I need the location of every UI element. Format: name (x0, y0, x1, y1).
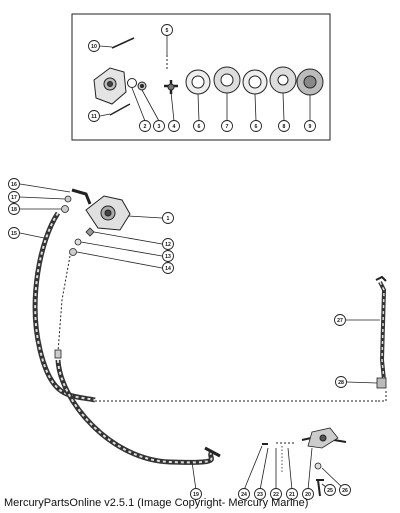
svg-text:7: 7 (226, 124, 229, 130)
svg-text:16: 16 (11, 182, 17, 188)
svg-text:10: 10 (91, 44, 97, 50)
callout-17: 17 (8, 191, 20, 203)
main-leaders (19, 183, 380, 491)
svg-text:25: 25 (327, 488, 333, 494)
svg-text:6: 6 (255, 124, 258, 130)
callout-15: 15 (8, 227, 20, 239)
svg-text:23: 23 (257, 492, 263, 498)
svg-text:1: 1 (167, 216, 170, 222)
callout-25: 25 (324, 484, 336, 496)
callout-5: 5 (161, 24, 173, 36)
callout-13: 13 (162, 250, 174, 262)
svg-text:13: 13 (165, 254, 171, 260)
callout-10: 10 (88, 40, 100, 52)
svg-text:2: 2 (144, 124, 147, 130)
callout-12: 12 (162, 238, 174, 250)
callout-24: 24 (238, 488, 250, 500)
callout-23: 23 (254, 488, 266, 500)
callout-27: 27 (334, 314, 346, 326)
svg-text:14: 14 (165, 266, 171, 272)
svg-text:24: 24 (241, 492, 247, 498)
main-assembly (32, 188, 387, 497)
callout-1: 1 (162, 212, 174, 224)
inset-leaders (99, 36, 311, 122)
image-copyright-caption: MercuryPartsOnline v2.5.1 (Image Copyrig… (4, 497, 309, 509)
svg-text:20: 20 (305, 492, 311, 498)
callout-7: 7 (221, 120, 233, 132)
callout-9: 9 (304, 120, 316, 132)
inset-frame (71, 13, 331, 141)
callout-26: 26 (339, 484, 351, 496)
svg-text:26: 26 (342, 488, 348, 494)
svg-text:9: 9 (309, 124, 312, 130)
svg-text:18: 18 (11, 207, 17, 213)
svg-text:17: 17 (11, 195, 17, 201)
svg-text:21: 21 (289, 492, 295, 498)
callout-28: 28 (335, 376, 347, 388)
svg-text:5: 5 (166, 28, 169, 34)
callout-6-first: 6 (193, 120, 205, 132)
callout-3: 3 (153, 120, 165, 132)
svg-text:22: 22 (273, 492, 279, 498)
svg-text:28: 28 (338, 380, 344, 386)
svg-text:4: 4 (173, 124, 176, 130)
callout-21: 21 (286, 488, 298, 500)
callout-2: 2 (139, 120, 151, 132)
inset-parts (93, 37, 324, 116)
svg-text:6: 6 (198, 124, 201, 130)
callout-22: 22 (270, 488, 282, 500)
callout-4: 4 (168, 120, 180, 132)
callout-16: 16 (8, 178, 20, 190)
callout-20: 20 (302, 488, 314, 500)
callout-14: 14 (162, 262, 174, 274)
callout-11: 11 (88, 110, 100, 122)
svg-text:19: 19 (193, 492, 199, 498)
callout-8: 8 (278, 120, 290, 132)
svg-text:3: 3 (158, 124, 161, 130)
callout-18: 18 (8, 203, 20, 215)
svg-text:11: 11 (91, 114, 97, 120)
callouts: 10 11 2 3 4 5 6 7 6 8 9 16 17 18 15 1 12… (8, 24, 351, 500)
svg-text:15: 15 (11, 231, 17, 237)
svg-text:8: 8 (283, 124, 286, 130)
svg-text:27: 27 (337, 318, 343, 324)
callout-19: 19 (190, 488, 202, 500)
callout-6-second: 6 (250, 120, 262, 132)
svg-text:12: 12 (165, 242, 171, 248)
